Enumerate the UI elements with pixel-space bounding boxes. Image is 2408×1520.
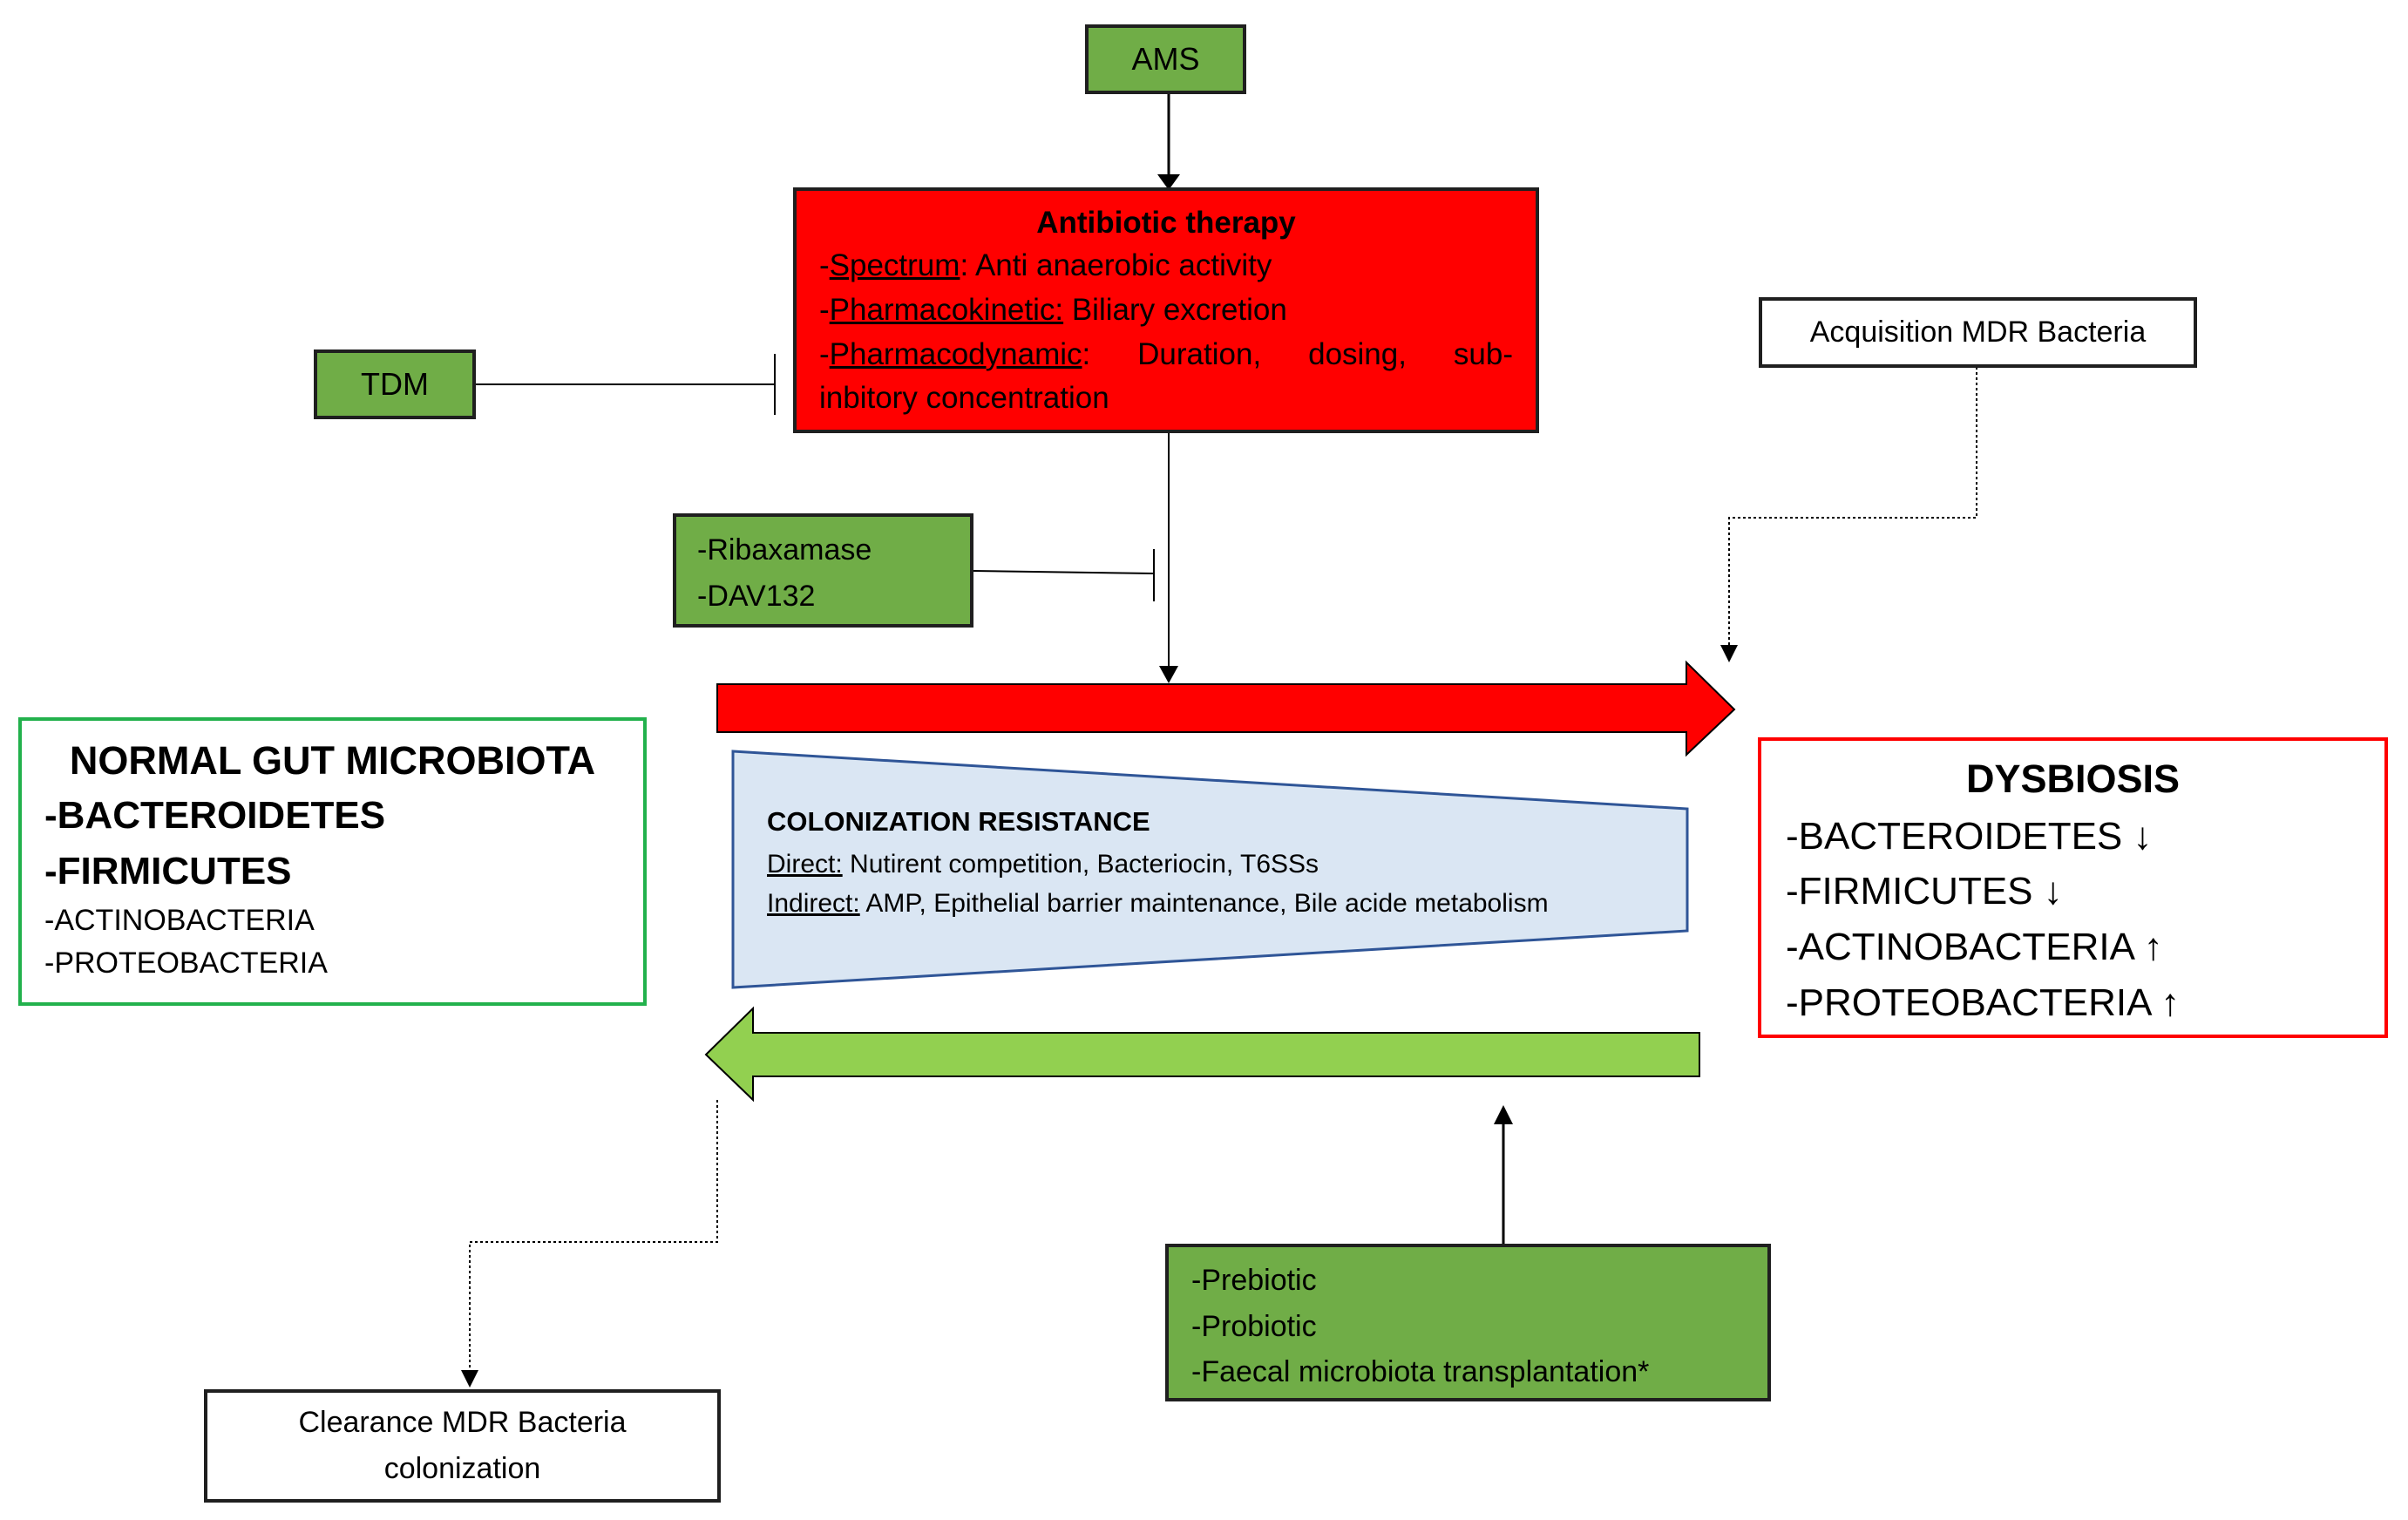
pharmacokinetic-label: Pharmacokinetic: <box>829 292 1064 327</box>
colonization-trapezoid <box>731 750 1689 989</box>
indirect-line: Indirect: AMP, Epithelial barrier mainte… <box>767 884 1691 923</box>
direct-text: Nutirent competition, Bacteriocin, T6SSs <box>842 849 1319 879</box>
interventions-box: -Prebiotic -Probiotic -Faecal microbiota… <box>1165 1244 1771 1401</box>
normal-item-firmicutes: -FIRMICUTES <box>44 849 292 892</box>
antibiotic-arrowhead <box>1159 666 1178 683</box>
spectrum-line: -Spectrum: Anti anaerobic activity <box>819 248 1272 282</box>
acquisition-dotted-connector <box>1728 367 1977 655</box>
acquisition-arrowhead <box>1720 645 1738 662</box>
tdm-box: TDM <box>314 349 476 419</box>
clearance-mdr-box: Clearance MDR Bacteria colonization <box>204 1389 721 1503</box>
red-right-arrow <box>716 660 1736 757</box>
pharmacodynamic-text: : Duration, dosing, sub- <box>1082 336 1514 371</box>
dysbiosis-item-actinobacteria: -ACTINOBACTERIA ↑ <box>1786 926 2163 969</box>
dysbiosis-box: DYSBIOSIS -BACTEROIDETES ↓ -FIRMICUTES ↓… <box>1758 737 2388 1038</box>
colonization-title: COLONIZATION RESISTANCE <box>767 806 1150 837</box>
pharmacokinetic-text: Biliary excretion <box>1063 292 1287 327</box>
clearance-line-2: colonization <box>383 1451 541 1485</box>
pharmacodynamic-label: Pharmacodynamic <box>829 336 1082 371</box>
indirect-text: AMP, Epithelial barrier maintenance, Bil… <box>859 888 1549 918</box>
pharmacodynamic-line-2: inbitory concentration <box>819 381 1109 416</box>
clearance-arrowhead <box>461 1370 478 1388</box>
clearance-dotted-connector <box>469 1100 718 1379</box>
normal-item-actinobacteria: -ACTINOBACTERIA <box>44 903 315 937</box>
dysbiosis-title: DYSBIOSIS <box>1965 757 2181 801</box>
spectrum-label: Spectrum <box>829 248 960 282</box>
acquisition-mdr-label: Acquisition MDR Bacteria <box>1809 316 2147 349</box>
ribaxamase-inhibition-line <box>973 570 1155 574</box>
intervention-probiotic: -Probiotic <box>1191 1309 1317 1343</box>
antibiotic-title: Antibiotic therapy <box>1036 206 1296 240</box>
normal-gut-microbiota-box: NORMAL GUT MICROBIOTA -BACTEROIDETES -FI… <box>18 717 647 1006</box>
colonization-resistance-text: COLONIZATION RESISTANCE Direct: Nutirent… <box>767 802 1691 923</box>
intervention-fmt: -Faecal microbiota transplantation* <box>1191 1355 1650 1389</box>
ams-label: AMS <box>1131 40 1200 77</box>
direct-line: Direct: Nutirent competition, Bacterioci… <box>767 845 1691 884</box>
green-left-arrow <box>704 1006 1700 1103</box>
dysbiosis-item-bacteroidetes: -BACTEROIDETES ↓ <box>1786 814 2153 858</box>
ribaxamase-box: -Ribaxamase -DAV132 <box>673 513 973 628</box>
normal-gut-title: NORMAL GUT MICROBIOTA <box>69 738 596 783</box>
dav132-label: -DAV132 <box>697 579 816 613</box>
tdm-label: TDM <box>361 365 429 402</box>
ribaxamase-label: -Ribaxamase <box>697 533 872 567</box>
ams-arrowhead <box>1157 174 1180 190</box>
indirect-label: Indirect: <box>767 888 860 918</box>
acquisition-mdr-box: Acquisition MDR Bacteria <box>1759 297 2197 368</box>
intervention-prebiotic: -Prebiotic <box>1191 1264 1317 1297</box>
normal-item-bacteroidetes: -BACTEROIDETES <box>44 794 386 837</box>
pharmacokinetic-line: -Pharmacokinetic: Biliary excretion <box>819 292 1287 327</box>
direct-label: Direct: <box>767 849 843 879</box>
ams-box: AMS <box>1085 24 1246 94</box>
clearance-line-1: Clearance MDR Bacteria <box>298 1406 627 1439</box>
antibiotic-therapy-box: Antibiotic therapy -Spectrum: Anti anaer… <box>793 187 1539 433</box>
spectrum-text: : Anti anaerobic activity <box>960 248 1272 282</box>
normal-item-proteobacteria: -PROTEOBACTERIA <box>44 946 328 980</box>
pharmacodynamic-line: -Pharmacodynamic: Duration, dosing, sub- <box>819 336 1514 371</box>
dysbiosis-item-firmicutes: -FIRMICUTES ↓ <box>1786 870 2063 913</box>
interventions-arrowhead <box>1494 1105 1513 1124</box>
dysbiosis-item-proteobacteria: -PROTEOBACTERIA ↑ <box>1786 981 2181 1024</box>
